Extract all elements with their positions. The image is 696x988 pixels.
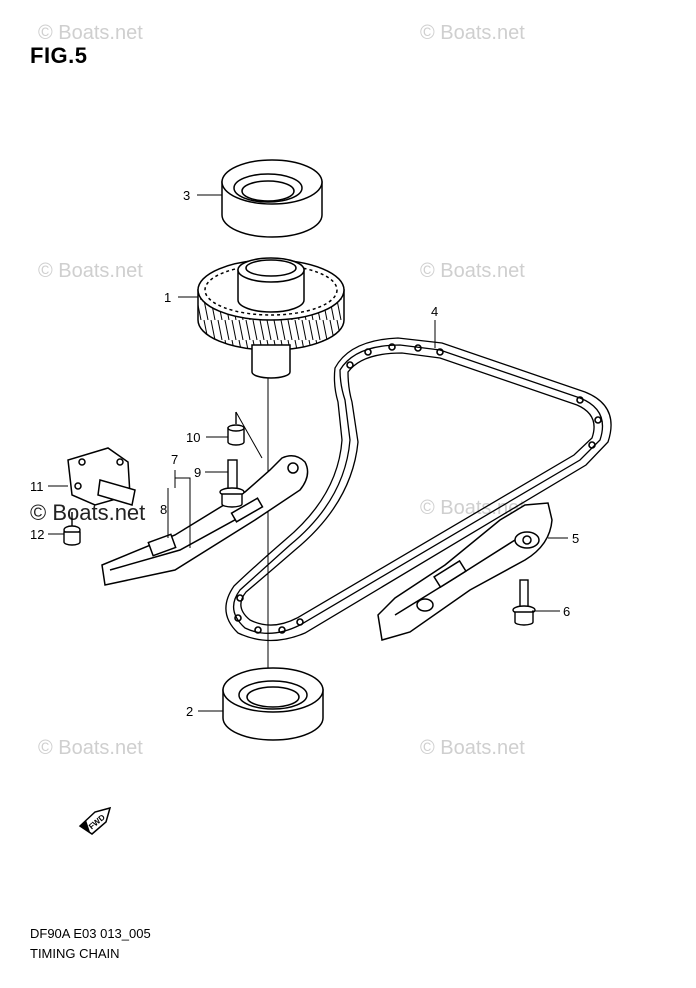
figure-title: FIG.5 [30, 43, 88, 68]
upper-bearing [221, 159, 323, 238]
leader-lines [48, 194, 568, 712]
watermark: © Boats.net [38, 260, 143, 282]
callout-6: 6 [563, 604, 571, 619]
watermark: © Boats.net [38, 737, 143, 759]
tensioner-mount-bolt [63, 512, 81, 546]
callout-3: 3 [183, 188, 191, 203]
callout-7: 7 [171, 452, 179, 467]
callout-1: 1 [164, 290, 172, 305]
callout-8: 8 [160, 502, 168, 517]
forward-arrow-icon: FWD [78, 806, 112, 835]
callout-9: 9 [194, 465, 202, 480]
callout-5: 5 [572, 531, 580, 546]
pin-leader [235, 411, 263, 459]
watermark: © Boats.net [30, 500, 146, 525]
watermark: © Boats.net [420, 260, 525, 282]
chain-tensioner [67, 447, 136, 506]
diagram-code: DF90A E03 013_005 [30, 926, 151, 941]
callout-12: 12 [30, 527, 45, 542]
chain-guide-left [101, 455, 309, 586]
watermark: © Boats.net [38, 22, 143, 44]
callout-2: 2 [186, 704, 194, 719]
dowel-pin [227, 412, 245, 446]
tensioner-bolt [512, 579, 536, 626]
diagram-caption: TIMING CHAIN [30, 946, 120, 961]
watermark: © Boats.net [420, 497, 525, 519]
watermark: © Boats.net [420, 22, 525, 44]
guide-bolt [219, 459, 245, 508]
callout-10: 10 [186, 430, 201, 445]
lower-bearing [222, 667, 324, 741]
watermark: © Boats.net [420, 737, 525, 759]
callout-4: 4 [431, 304, 439, 319]
timing-chain [225, 337, 612, 642]
timing-gear [197, 257, 345, 379]
chain-tensioner-arm [377, 502, 553, 641]
callout-11: 11 [30, 479, 44, 494]
bracket-7-8 [167, 470, 191, 548]
